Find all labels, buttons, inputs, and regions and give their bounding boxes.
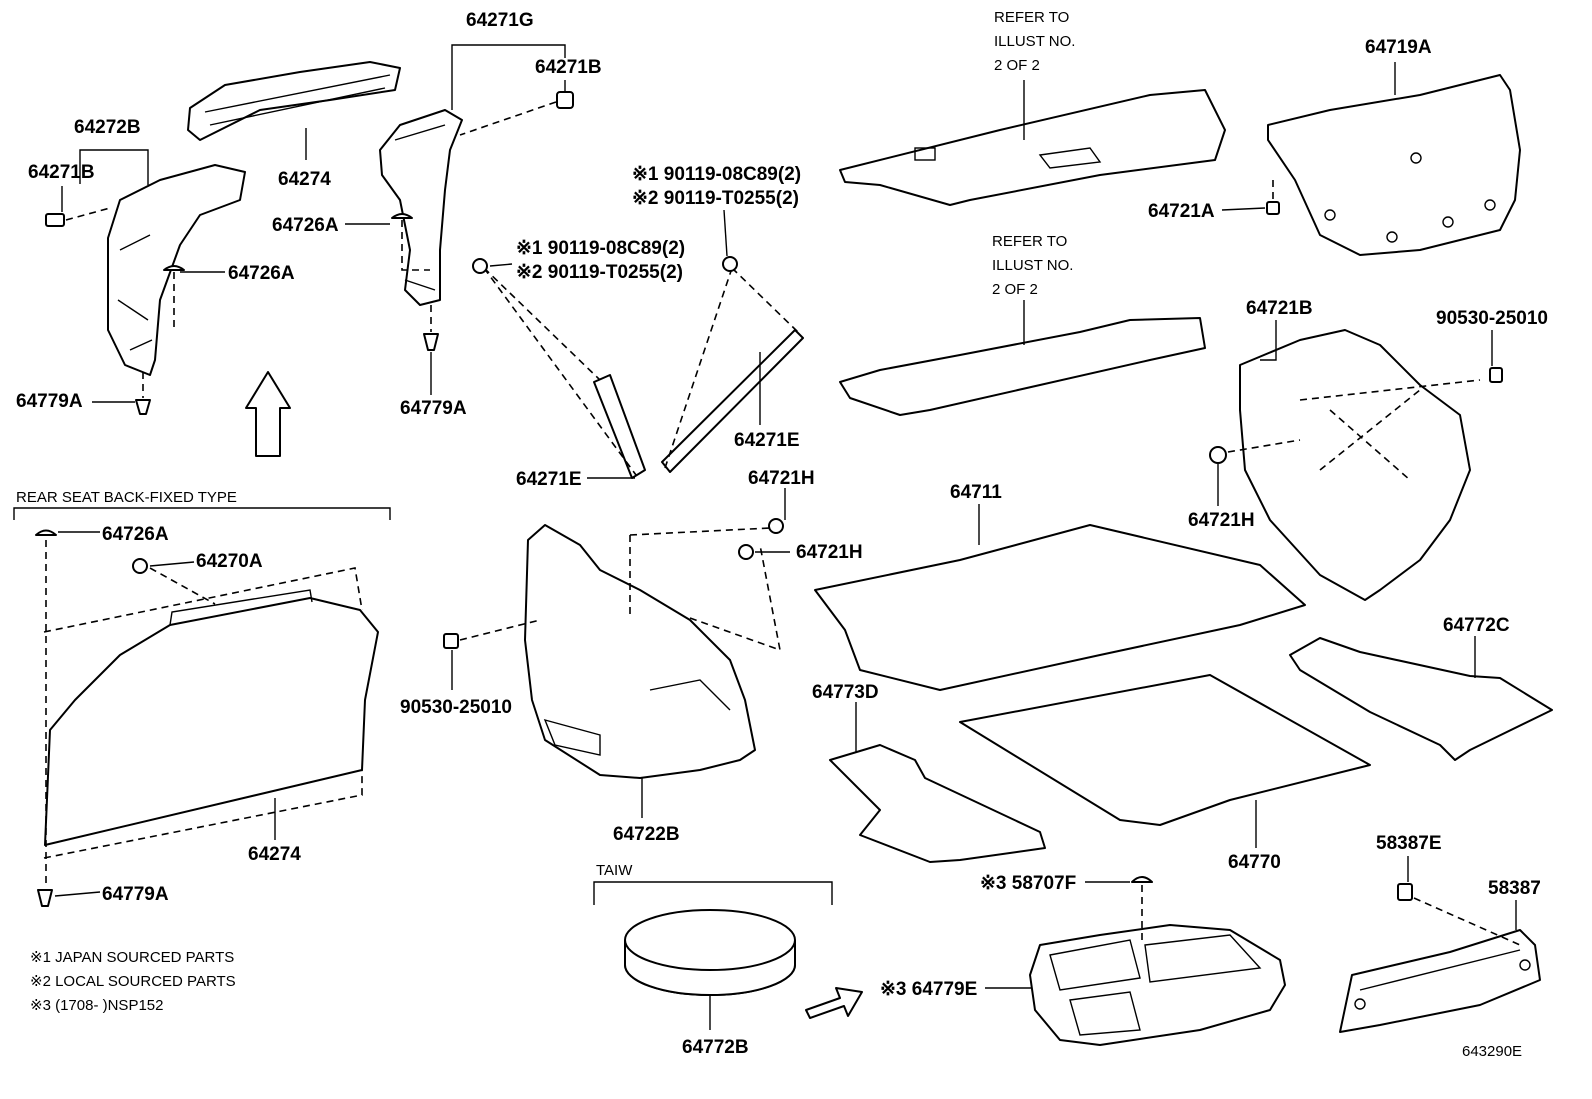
board-64772C [1289,637,1553,761]
label-64773D: 64773D [812,682,879,703]
label-64719A: 64719A [1365,37,1432,58]
label-64726A-left: 64726A [228,263,295,284]
label-90530-mid: 90530-25010 [400,697,512,718]
label-64772C: 64772C [1443,615,1510,636]
clip-64271B-left [45,207,111,227]
label-64726A-mid: 64726A [272,215,339,236]
label-64270A: 64270A [196,551,263,572]
label-64779E: ※3 64779E [880,979,977,1000]
label-64726A-low: 64726A [102,524,169,545]
clip-64721H-right [1209,439,1301,464]
clip-64779A-low [37,889,53,907]
sill-plate-58387 [1339,929,1541,1033]
label-58707F: ※3 58707F [980,873,1076,894]
note-nsp152: ※3 (1708- )NSP152 [30,997,163,1014]
trunk-lid-trim-64719A [1267,74,1521,256]
label-64770: 64770 [1228,852,1281,873]
label-90119-a2: ※2 90119-T0255(2) [632,188,799,209]
label-64772B: 64772B [682,1037,749,1058]
clip-64726A-left [163,265,185,330]
strip-64271E-left [483,267,646,479]
label-58387: 58387 [1488,878,1541,899]
label-64272B: 64272B [74,117,141,138]
rear-panel-64274 [43,567,379,859]
label-refer2-line2: ILLUST NO. [992,257,1073,274]
label-90530-right: 90530-25010 [1436,308,1548,329]
label-64779A-low: 64779A [102,884,169,905]
label-refer1-line2: ILLUST NO. [994,33,1075,50]
label-64721H-right: 64721H [1188,510,1255,531]
label-refer1-line3: 2 OF 2 [994,57,1040,74]
label-64274-low: 64274 [248,844,301,865]
label-64274-top: 64274 [278,169,331,190]
floor-sheet-panel [839,317,1206,416]
bolt-90119-left [472,258,488,274]
label-90119-a1: ※1 90119-08C89(2) [632,164,801,185]
clip-64726A-low [35,529,57,885]
label-64721B: 64721B [1246,298,1313,319]
clip-64779A-mid [423,305,439,351]
clip-64271B-top [459,91,574,136]
clip-90530-mid [443,619,541,649]
clip-58387E [1397,883,1521,946]
clip-64270A [132,558,216,605]
up-arrow-icon [245,371,291,457]
label-refer2-line1: REFER TO [992,233,1067,250]
note-local-sourced: ※2 LOCAL SOURCED PARTS [30,973,236,990]
label-taiw: TAIW [596,862,633,879]
label-refer1-line1: REFER TO [994,9,1069,26]
taiw-bracket [593,881,833,905]
label-64721A: 64721A [1148,201,1215,222]
bolt-90119-right [722,256,738,272]
clip-90530-right [1489,367,1503,383]
label-64779A-mid: 64779A [400,398,467,419]
side-trim-upper-left [107,164,246,376]
floor-board-64770 [959,674,1371,826]
strip-64271E-right [661,267,804,473]
label-64271B-left: 64271B [28,162,95,183]
label-64721H-mid1: 64721H [748,468,815,489]
clip-64726A-mid [391,213,430,271]
leader-lines [54,44,1517,1030]
label-64721H-mid2: 64721H [796,542,863,563]
label-64271B-top: 64271B [535,57,602,78]
label-90119-b2: ※2 90119-T0255(2) [516,262,683,283]
clip-58707F [1131,876,1153,940]
clip-64721H-mid2 [738,544,754,560]
clip-64721A [1266,180,1280,215]
rear-seat-bracket [13,507,391,520]
side-trim-upper-bracket [187,61,401,141]
note-japan-sourced: ※1 JAPAN SOURCED PARTS [30,949,234,966]
right-arrow-icon [805,987,863,1019]
pillar-trim-64271G [379,109,463,306]
disc-64772B [624,909,796,996]
storage-tray-64779E [1029,924,1286,1046]
label-64722B: 64722B [613,824,680,845]
side-trim-64721B [1239,329,1481,601]
label-64271E-right: 64271E [734,430,800,451]
package-tray [839,89,1226,206]
label-rear-seat-type: REAR SEAT BACK-FIXED TYPE [16,489,237,506]
clip-64721H-mid1 [768,518,784,534]
label-64271E-left: 64271E [516,469,582,490]
label-64271G: 64271G [466,10,534,31]
label-90119-b1: ※1 90119-08C89(2) [516,238,685,259]
label-58387E: 58387E [1376,833,1442,854]
deck-side-trim-64722B [524,524,782,779]
board-64773D [829,744,1046,863]
floor-mat-64711 [814,524,1306,691]
label-64779A-left: 64779A [16,391,83,412]
figure-code: 643290E [1462,1043,1522,1060]
label-64711: 64711 [950,482,1002,503]
clip-64779A-left [135,372,151,415]
label-refer2-line3: 2 OF 2 [992,281,1038,298]
